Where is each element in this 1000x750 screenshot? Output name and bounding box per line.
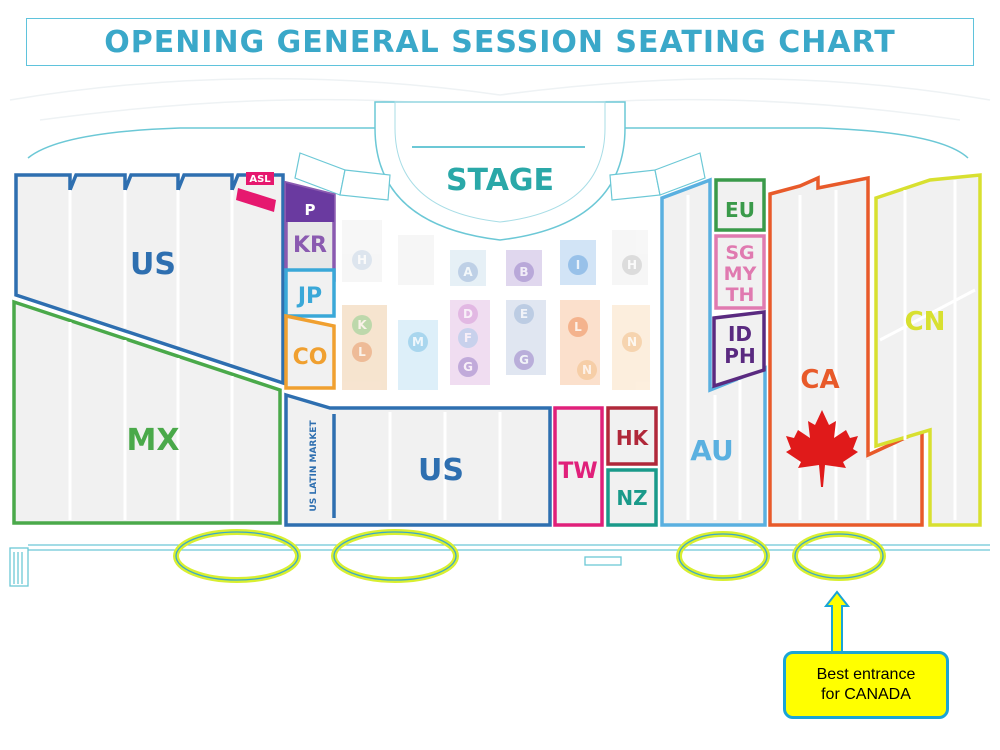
block-label-l2: L [574,320,582,334]
faded-center-blocks [342,220,650,390]
up-arrow-icon [823,590,851,655]
section-label-my: MY [724,263,757,285]
block-label-l1: L [358,345,366,359]
block-label-h1: H [357,253,367,267]
section-p-kr: P KR [284,180,336,282]
section-label-kr: KR [293,233,327,258]
concourse-line [9,544,990,587]
stage-label: STAGE [446,163,554,198]
block-label-e: E [520,307,528,321]
stage: STAGE [294,101,706,241]
background-curves [9,77,991,121]
section-label-us-latin-market: US LATIN MARKET [309,420,319,512]
page-title: OPENING GENERAL SESSION SEATING CHART [104,24,896,60]
block-label-n1: N [627,335,637,349]
section-label-co: CO [293,345,328,370]
section-sg-my-th: SG MY TH [714,234,766,310]
section-id-ph: ID PH [712,310,766,389]
callout-line-1: Best entrance [816,666,916,683]
block-label-b: B [519,265,528,279]
section-label-au: AU [690,434,734,467]
section-label-eu: EU [725,198,755,222]
section-asl: ASL [236,172,276,212]
section-label-mx: MX [127,423,180,458]
section-co: CO [284,313,336,390]
faded-block-letters: H A B I H K L M D E F G G L N N [352,250,642,380]
section-label-asl: ASL [249,174,271,185]
section-label-jp: JP [296,284,322,309]
section-label-cn: CN [905,307,946,337]
section-ca: CA [768,175,924,527]
block-label-h2: H [627,258,637,272]
block-label-i: I [576,258,580,272]
section-mx: MX [12,299,282,525]
section-us-center: US LATIN MARKET US [284,392,552,527]
section-label-id: ID [728,322,752,346]
section-label-nz: NZ [616,486,647,510]
section-label-tw: TW [558,459,597,484]
section-label-ph: PH [724,344,755,368]
block-label-m: M [412,335,424,349]
section-label-hk: HK [616,426,650,450]
block-label-g2: G [519,353,529,367]
section-tw: TW [553,406,604,527]
section-label-us-left: US [130,247,176,282]
section-nz: NZ [606,468,658,527]
callout-line-2: for CANADA [821,686,911,703]
section-label-p: P [305,201,316,219]
section-label-ca: CA [800,365,839,395]
block-label-k: K [357,318,367,332]
section-us-left: US [14,173,285,386]
best-entrance-callout: Best entrance for CANADA [783,651,949,719]
block-label-f: F [464,331,472,345]
block-label-a: A [463,265,473,279]
section-hk: HK [606,406,658,466]
section-eu: EU [714,178,766,232]
section-jp: JP [284,268,336,318]
block-label-g1: G [463,360,473,374]
section-au: AU [660,177,767,527]
block-label-d: D [463,307,473,321]
title-box: OPENING GENERAL SESSION SEATING CHART [26,18,974,66]
section-label-us-center: US [418,453,464,488]
section-label-th: TH [726,284,755,306]
block-label-n2: N [582,363,592,377]
maple-leaf-icon [786,410,858,487]
section-cn: CN [874,173,982,527]
section-label-sg: SG [725,242,754,264]
